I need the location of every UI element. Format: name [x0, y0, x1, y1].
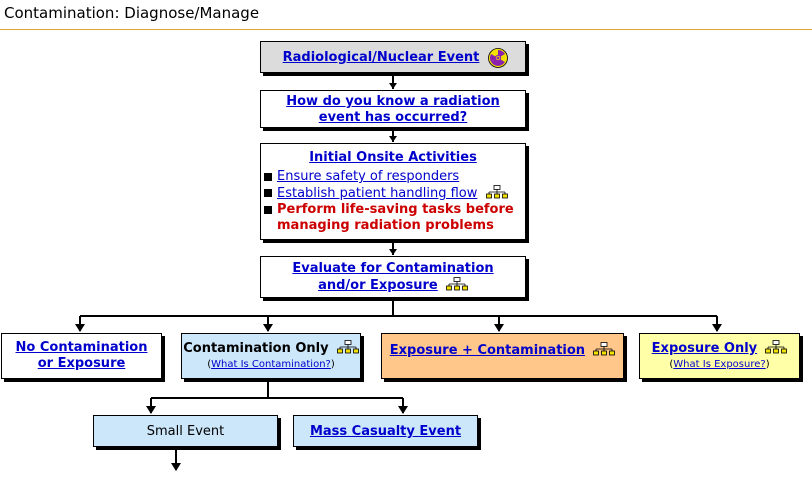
radiological-event-link[interactable]: Radiological/Nuclear Event — [282, 50, 480, 65]
what-is-contamination-link[interactable]: What Is Contamination? — [211, 359, 331, 370]
node-how-do-you-know: How do you know a radiation event has oc… — [260, 90, 526, 128]
evaluate-exposure-link[interactable]: and/or Exposure — [318, 278, 438, 293]
paren-open: ( — [669, 359, 674, 370]
how-line-1: How do you know a radiation — [286, 94, 500, 109]
list-item: Ensure safety of responders — [263, 169, 525, 185]
hierarchy-icon[interactable] — [593, 342, 616, 356]
patient-handling-flow-link[interactable]: Establish patient handling flow — [277, 186, 478, 201]
hierarchy-icon[interactable] — [336, 340, 359, 354]
list-item: Perform life-saving tasks before managin… — [263, 202, 525, 234]
mass-casualty-link[interactable]: Mass Casualty Event — [309, 424, 462, 439]
warning-line-2: managing radiation problems — [277, 218, 494, 233]
node-initial-onsite-activities: Initial Onsite Activities Ensure safety … — [260, 143, 526, 240]
exposure-sub: (What Is Exposure?) — [640, 357, 799, 373]
exposure-contamination-link[interactable]: Exposure + Contamination — [389, 343, 586, 358]
node-exposure-only: Exposure Only (What Is Exposure?) — [639, 333, 800, 379]
list-item: Establish patient handling flow — [263, 185, 525, 202]
how-line-2: event has occurred? — [318, 110, 468, 125]
how-do-you-know-link[interactable]: How do you know a radiation event has oc… — [286, 94, 500, 125]
node-radiological-event: Radiological/Nuclear Event — [260, 41, 526, 73]
contamination-only-label: Contamination Only — [183, 341, 329, 356]
node-evaluate: Evaluate for Contamination and/or Exposu… — [260, 256, 526, 298]
node-contamination-only: Contamination Only (What Is Contaminatio… — [181, 333, 361, 379]
small-event-label: Small Event — [146, 424, 225, 439]
title-divider — [0, 29, 812, 30]
node-no-contamination: No Contamination or Exposure — [1, 333, 162, 379]
hierarchy-icon[interactable] — [485, 185, 508, 199]
hierarchy-icon[interactable] — [446, 277, 468, 291]
node-small-event: Small Event — [93, 415, 278, 447]
paren-close: ) — [330, 359, 335, 370]
page-title: Contamination: Diagnose/Manage — [4, 4, 260, 22]
what-is-exposure-link[interactable]: What Is Exposure? — [673, 359, 766, 370]
no-contamination-line-2: or Exposure — [37, 356, 126, 371]
bullet-icon — [264, 189, 272, 197]
radiation-trefoil-icon — [488, 48, 508, 68]
node-mass-casualty: Mass Casualty Event — [293, 415, 478, 447]
paren-close: ) — [765, 359, 770, 370]
node-exposure-contamination: Exposure + Contamination — [381, 333, 624, 379]
exposure-only-link[interactable]: Exposure Only — [651, 341, 758, 356]
life-saving-warning: Perform life-saving tasks before managin… — [277, 202, 514, 233]
contamination-sub: (What Is Contamination?) — [182, 357, 360, 373]
bullet-icon — [264, 173, 272, 181]
hierarchy-icon[interactable] — [765, 340, 788, 354]
initial-onsite-activities-link[interactable]: Initial Onsite Activities — [309, 150, 477, 165]
warning-line-1: Perform life-saving tasks before — [277, 202, 514, 217]
bullet-icon — [264, 206, 272, 214]
initial-activities-list: Ensure safety of responders Establish pa… — [261, 169, 525, 234]
no-contamination-link[interactable]: No Contamination or Exposure — [16, 340, 148, 371]
paren-open: ( — [207, 359, 212, 370]
evaluate-contamination-link[interactable]: Evaluate for Contamination — [292, 261, 494, 276]
ensure-safety-link[interactable]: Ensure safety of responders — [277, 169, 460, 184]
no-contamination-line-1: No Contamination — [15, 340, 148, 355]
